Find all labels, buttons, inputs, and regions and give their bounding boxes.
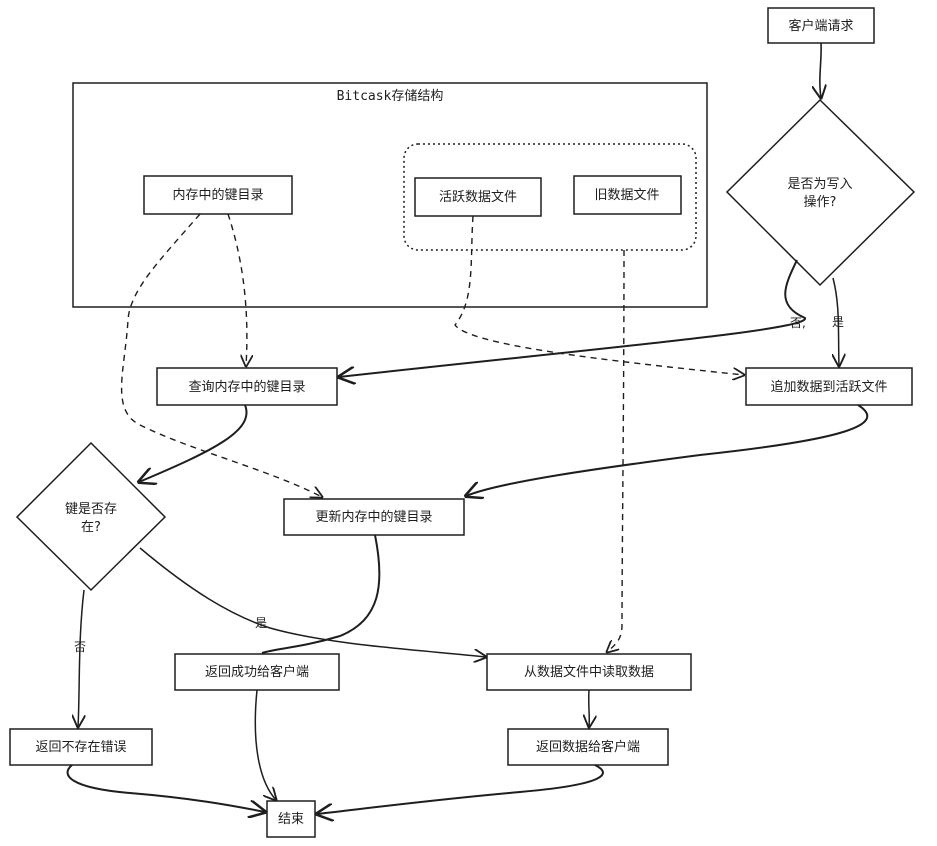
node-update-keydir[interactable]: 更新内存中的键目录 [283, 498, 465, 536]
edge-client-to-decision [820, 42, 821, 98]
edge-exists-no [78, 589, 84, 727]
data-files-group [403, 143, 697, 251]
edge-append-to-update [466, 404, 869, 496]
node-keydir[interactable]: 内存中的键目录 [143, 175, 293, 215]
node-return-success[interactable]: 返回成功给客户端 [174, 653, 340, 691]
svg-text:内存中的键目录: 内存中的键目录 [172, 187, 263, 203]
node-return-data[interactable]: 返回数据给客户端 [507, 728, 669, 766]
svg-text:查询内存中的键目录: 查询内存中的键目录 [188, 379, 305, 395]
edge-exists-yes [139, 547, 486, 657]
edge-label-exists-yes: 是 [255, 616, 267, 630]
edge-keydir-to-query [227, 213, 247, 366]
node-end[interactable]: 结束 [266, 800, 316, 838]
node-is-write-decision[interactable]: 是否为写入 操作? [725, 98, 916, 287]
node-old-file[interactable]: 旧数据文件 [573, 175, 682, 215]
edge-label-write-yes: 是 [832, 315, 844, 329]
svg-text:活跃数据文件: 活跃数据文件 [439, 190, 517, 205]
bitcask-group-title: Bitcask存储结构 [337, 89, 444, 104]
svg-text:旧数据文件: 旧数据文件 [594, 188, 659, 203]
node-query-keydir[interactable]: 查询内存中的键目录 [156, 367, 338, 406]
svg-text:结束: 结束 [278, 812, 304, 827]
edge-old-to-read [607, 249, 625, 652]
svg-text:键是否存: 键是否存 [65, 502, 117, 517]
bitcask-group [72, 82, 708, 308]
svg-text:是否为写入: 是否为写入 [787, 177, 852, 192]
edge-not-exist-to-end [66, 764, 265, 812]
edge-label-write-no: 否, [790, 316, 806, 330]
node-read-data[interactable]: 从数据文件中读取数据 [486, 653, 692, 691]
svg-text:在?: 在? [81, 520, 101, 535]
svg-text:追加数据到活跃文件: 追加数据到活跃文件 [770, 379, 887, 395]
node-active-file[interactable]: 活跃数据文件 [414, 177, 542, 217]
svg-text:返回成功给客户端: 返回成功给客户端 [205, 664, 309, 680]
svg-text:客户端请求: 客户端请求 [788, 18, 853, 34]
edge-write-no [339, 259, 807, 377]
edge-write-yes [833, 277, 839, 366]
edge-success-to-end [254, 689, 276, 800]
node-client-request[interactable]: 客户端请求 [767, 7, 875, 44]
svg-text:返回不存在错误: 返回不存在错误 [35, 740, 126, 755]
node-key-exists-decision[interactable]: 键是否存 在? [15, 441, 167, 592]
svg-text:从数据文件中读取数据: 从数据文件中读取数据 [524, 665, 654, 680]
edge-query-to-exists [139, 404, 248, 482]
edge-keydir-to-update [120, 213, 322, 497]
node-return-not-exist[interactable]: 返回不存在错误 [9, 728, 153, 766]
edge-active-to-append [454, 215, 744, 375]
svg-text:更新内存中的键目录: 更新内存中的键目录 [315, 509, 432, 525]
svg-text:返回数据给客户端: 返回数据给客户端 [536, 739, 640, 755]
edge-update-to-success [261, 534, 381, 654]
svg-text:操作?: 操作? [804, 194, 837, 210]
edge-label-exists-no: 否 [74, 640, 86, 654]
edge-return-data-to-end [317, 764, 604, 814]
edge-read-to-return-data [589, 689, 590, 727]
node-append-active[interactable]: 追加数据到活跃文件 [745, 367, 913, 406]
